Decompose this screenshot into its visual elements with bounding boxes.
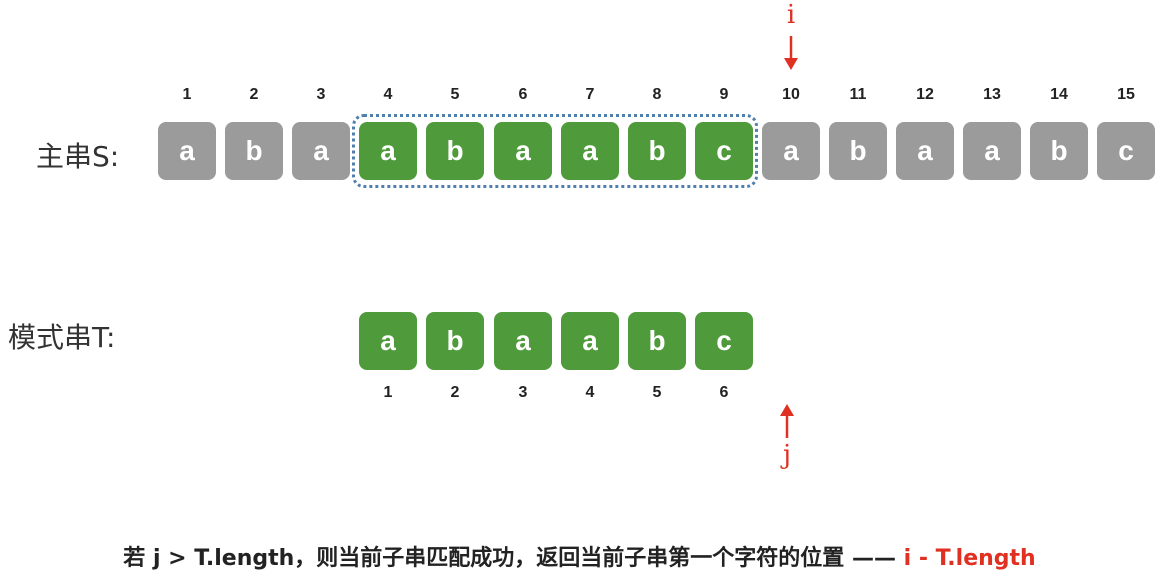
position-index: 12 [916,86,934,103]
char-box: b [1030,122,1088,180]
char-box: a [561,122,619,180]
pointer-j-arrow [780,404,794,438]
position-index: 9 [719,86,729,103]
position-index: 5 [450,86,460,103]
char-box: c [695,122,753,180]
position-index: 1 [182,86,192,103]
char-box: b [628,312,686,370]
position-index: 11 [849,86,867,103]
char-box: a [762,122,820,180]
char-box: a [494,122,552,180]
char-box: b [829,122,887,180]
char-box: b [426,312,484,370]
position-index: 2 [450,384,460,401]
char-box: a [158,122,216,180]
position-index: 13 [983,86,1001,103]
position-index: 14 [1050,86,1068,103]
position-index: 5 [652,384,662,401]
pattern-string-label: 模式串T: [8,321,116,354]
footer-formula: i - T.length [903,546,1036,571]
position-index: 15 [1117,86,1135,103]
pointer-j-label: j [782,440,792,470]
char-box: b [426,122,484,180]
footer-text: 若 j > T.length，则当前子串匹配成功，返回当前子串第一个字符的位置 … [123,546,904,571]
char-box: a [292,122,350,180]
char-box: c [1097,122,1155,180]
position-index: 1 [383,384,393,401]
char-box: a [359,312,417,370]
position-index: 4 [585,384,595,401]
pointer-i-label: i [786,0,796,30]
char-box: a [561,312,619,370]
position-index: 4 [383,86,393,103]
footer-caption: 若 j > T.length，则当前子串匹配成功，返回当前子串第一个字符的位置 … [0,540,1159,572]
position-index: 3 [316,86,326,103]
position-index: 10 [782,86,800,103]
position-index: 2 [249,86,259,103]
position-index: 3 [518,384,528,401]
position-index: 6 [518,86,528,103]
char-box: a [359,122,417,180]
char-box: b [628,122,686,180]
position-index: 8 [652,86,662,103]
char-box: a [963,122,1021,180]
char-box: b [225,122,283,180]
position-index: 7 [585,86,595,103]
char-box: a [494,312,552,370]
pointer-i-arrow [784,36,798,70]
main-string-label: 主串S: [36,140,120,173]
char-box: c [695,312,753,370]
position-index: 6 [719,384,729,401]
match-frame [352,114,758,188]
char-box: a [896,122,954,180]
